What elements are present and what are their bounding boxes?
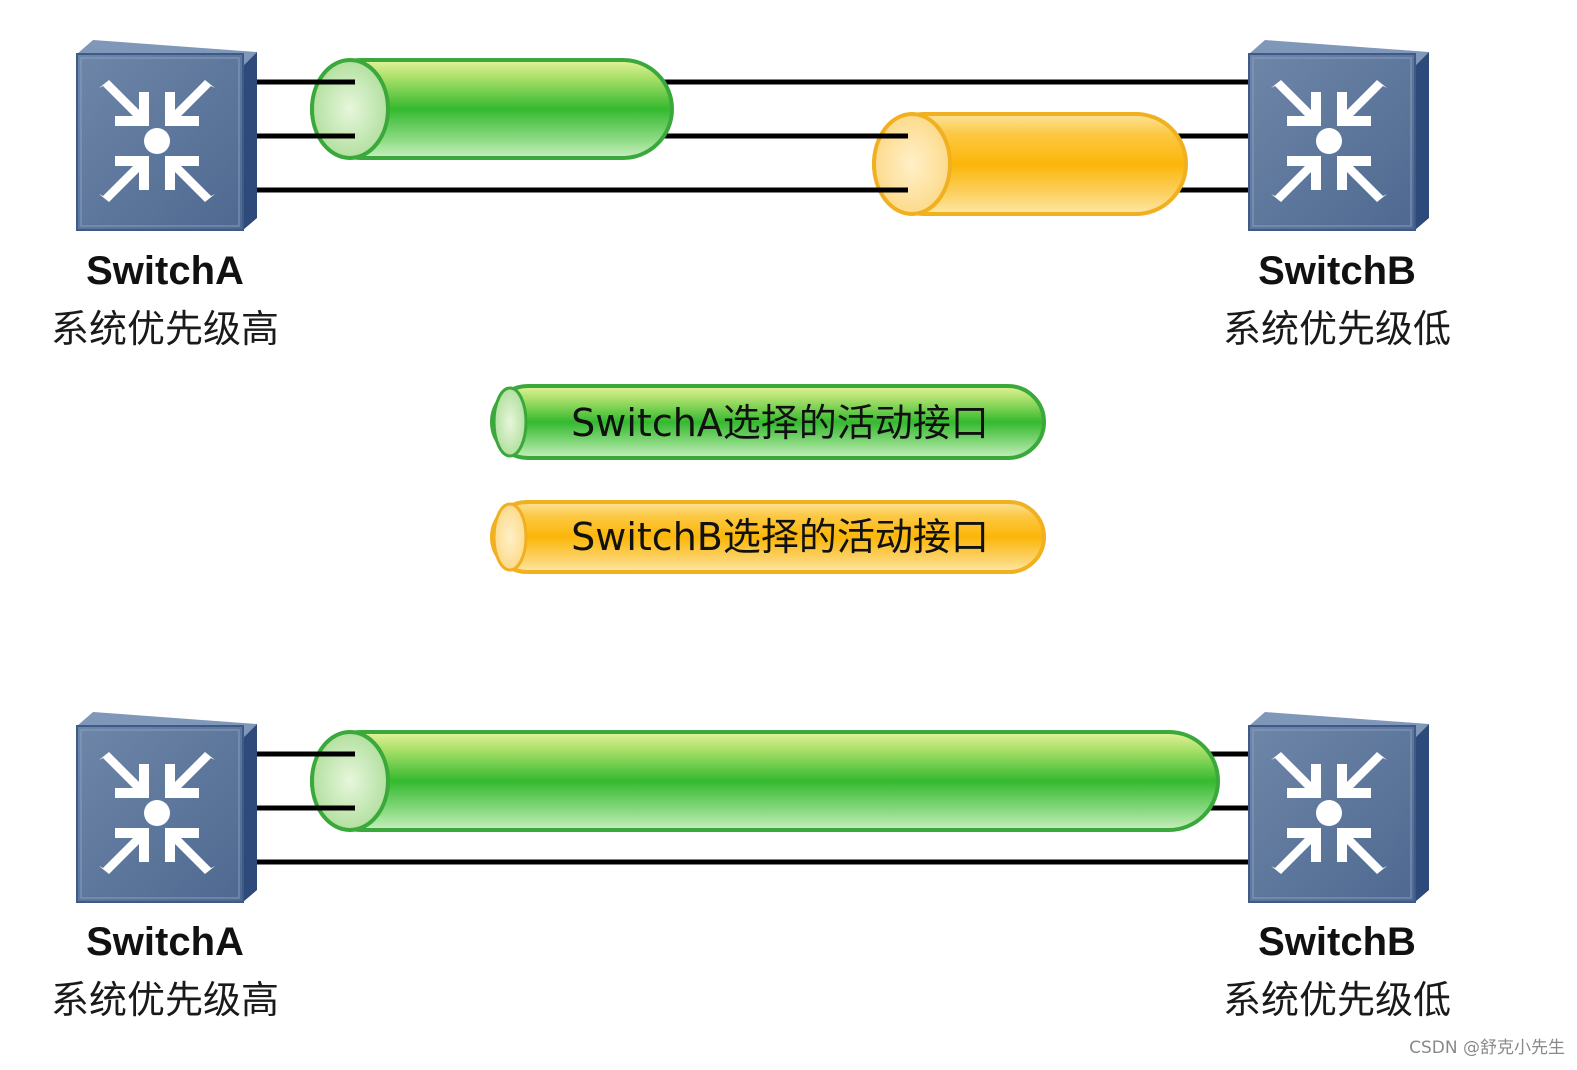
bottom-switchb-icon xyxy=(1248,711,1430,903)
bottom-switcha-name: SwitchA xyxy=(86,920,244,964)
top-switchb-active-bundle xyxy=(255,112,1188,216)
top-switchb-icon xyxy=(1248,39,1430,231)
bottom-switcha-priority: 系统优先级高 xyxy=(51,978,279,1022)
top-switcha-active-bundle xyxy=(255,58,674,160)
legend: SwitchA选择的活动接口 SwitchB选择的活动接口 xyxy=(490,384,1046,574)
top-switcha-name: SwitchA xyxy=(86,249,244,293)
legend-text-switchb: SwitchB选择的活动接口 xyxy=(571,515,989,559)
legend-text-switcha: SwitchA选择的活动接口 xyxy=(571,401,989,445)
legend-item-switcha: SwitchA选择的活动接口 xyxy=(490,384,1046,460)
top-switchb-priority: 系统优先级低 xyxy=(1223,307,1451,351)
bottom-switchb-priority: 系统优先级低 xyxy=(1223,978,1451,1022)
top-switcha-icon xyxy=(76,39,258,231)
bottom-diagram: SwitchA 系统优先级高 SwitchB 系统优先级低 xyxy=(51,711,1451,1022)
top-switcha-priority: 系统优先级高 xyxy=(51,307,279,351)
watermark: CSDN @舒克小先生 xyxy=(1409,1038,1565,1058)
bottom-switchb-name: SwitchB xyxy=(1258,920,1416,964)
top-diagram: SwitchA 系统优先级高 SwitchB 系统优先级低 xyxy=(51,39,1451,351)
legend-item-switchb: SwitchB选择的活动接口 xyxy=(490,500,1046,574)
top-switchb-name: SwitchB xyxy=(1258,249,1416,293)
bottom-switcha-active-bundle xyxy=(255,730,1220,832)
bottom-switcha-icon xyxy=(76,711,258,903)
